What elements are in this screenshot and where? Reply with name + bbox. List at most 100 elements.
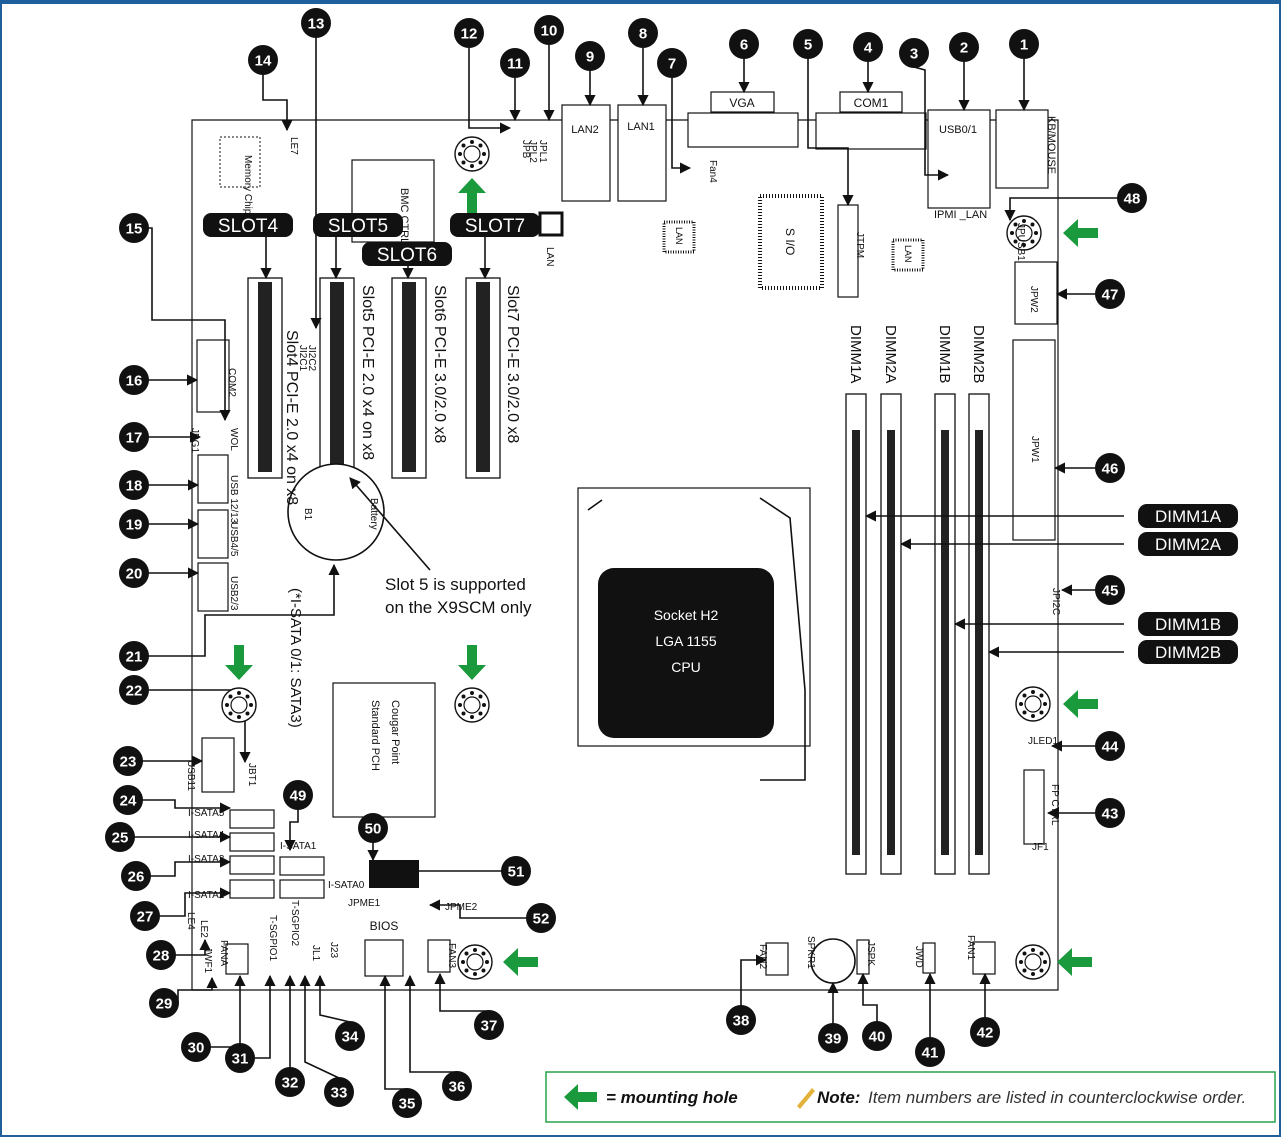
- component-label: LAN: [544, 247, 555, 266]
- item-badge: 39: [818, 1023, 848, 1053]
- item-badge: 29: [149, 988, 179, 1018]
- ipmi-lan-label: IPMI _LAN: [934, 209, 987, 221]
- vga-label: VGA: [729, 96, 754, 110]
- svg-text:29: 29: [156, 996, 173, 1013]
- item-number-badges: 1234567891011121314151617181920212223242…: [105, 8, 1147, 1118]
- com1-connector: [815, 112, 927, 150]
- top-bar: [0, 0, 1281, 4]
- jpw2-connector: [1014, 261, 1058, 325]
- slot5-note-line-2: on the X9SCM only: [385, 598, 532, 617]
- item-badge: 25: [105, 822, 135, 852]
- slot5-note-line-1: Slot 5 is supported: [385, 575, 526, 594]
- component-label: USB4/5: [228, 522, 239, 557]
- dimm-name: DIMM1A: [847, 325, 864, 383]
- item-badge: 33: [324, 1077, 354, 1107]
- component-label: JL1: [310, 945, 321, 962]
- component-label: J23: [328, 942, 339, 959]
- fan2-header: [765, 942, 789, 976]
- svg-text:26: 26: [128, 869, 145, 886]
- item-badge: 2: [949, 32, 979, 62]
- com2-header: [196, 339, 230, 413]
- item-badge: 47: [1095, 279, 1125, 309]
- usb01-label: USB0/1: [939, 124, 977, 136]
- pch-line-1: Cougar Point: [389, 700, 401, 764]
- component-label: LE2: [198, 920, 209, 938]
- svg-text:11: 11: [507, 56, 523, 73]
- svg-text:50: 50: [365, 821, 382, 838]
- lan1-label: LAN1: [627, 121, 655, 133]
- component-label: JPW1: [1029, 436, 1040, 463]
- component-label: USB11: [185, 760, 196, 791]
- svg-text:12: 12: [461, 26, 478, 43]
- item-badge: 42: [970, 1017, 1000, 1047]
- pcie-slot-5: [319, 277, 355, 479]
- svg-text:16: 16: [126, 373, 143, 390]
- item-badge: 15: [119, 213, 149, 243]
- item-badge: 11: [500, 48, 530, 78]
- item-badge: 20: [119, 558, 149, 588]
- lan2-connector: [561, 104, 611, 202]
- jpw1-connector: [1012, 339, 1056, 541]
- item-badge: 19: [119, 509, 149, 539]
- component-label: B1: [302, 508, 313, 521]
- pch-line-2: Standard PCH: [369, 700, 381, 771]
- component-label: I-SATA2: [188, 890, 225, 901]
- component-label: LE4: [185, 912, 196, 930]
- svg-text:13: 13: [308, 16, 325, 33]
- component-label: JWD: [913, 946, 924, 968]
- dimm-name: DIMM2B: [970, 325, 987, 383]
- component-label: Battery: [368, 498, 379, 530]
- item-badge: 27: [130, 901, 160, 931]
- component-label: I-SATA1: [280, 841, 317, 852]
- svg-text:22: 22: [126, 683, 143, 700]
- green-arrows: [225, 178, 1098, 976]
- svg-text:SLOT7: SLOT7: [465, 216, 525, 237]
- component-label: Memory Chip: [242, 155, 253, 215]
- dimm-slot-1b: [934, 393, 956, 875]
- svg-text:9: 9: [586, 49, 594, 66]
- usb45-header: [197, 509, 229, 559]
- pcie-slot-7: [465, 277, 501, 479]
- item-badge: 16: [119, 365, 149, 395]
- component-label: JF1: [1032, 842, 1049, 853]
- legend-box: [545, 1071, 1276, 1123]
- item-badge: 41: [915, 1037, 945, 1067]
- component-label: JPUSB1: [1015, 223, 1026, 261]
- kb-mouse-connector: [995, 109, 1049, 189]
- svg-text:39: 39: [825, 1031, 842, 1048]
- component-label: I-SATA5: [188, 808, 225, 819]
- fp-ctrl-header: [1023, 769, 1045, 845]
- lan1-connector: [617, 104, 667, 202]
- dimm-slot-2b: [968, 393, 990, 875]
- memory-chip: [219, 136, 261, 188]
- cpu-socket-lever: [587, 497, 806, 781]
- lan-chip-1-label: LAN: [674, 227, 684, 245]
- component-label: JPI2C: [1050, 588, 1061, 615]
- component-label: I-SATA0: [328, 880, 365, 891]
- svg-text:40: 40: [869, 1029, 886, 1046]
- cpu-line-1: Socket H2: [654, 607, 719, 623]
- svg-text:6: 6: [740, 37, 748, 54]
- component-label: JPL2: [527, 140, 538, 163]
- slot-description: Slot5 PCI-E 2.0 x4 on x8: [359, 285, 376, 460]
- svg-text:46: 46: [1102, 461, 1119, 478]
- component-label: JTPM: [854, 232, 865, 258]
- cpu-line-2: LGA 1155: [655, 633, 716, 649]
- cpu-line-3: CPU: [671, 659, 701, 675]
- svg-text:34: 34: [342, 1029, 359, 1046]
- svg-text:42: 42: [977, 1025, 994, 1042]
- svg-text:7: 7: [668, 56, 676, 73]
- component-label: JI2C1: [297, 345, 308, 372]
- item-badge: 28: [146, 940, 176, 970]
- slot-label: SLOT7: [450, 213, 540, 237]
- item-badge: 40: [862, 1021, 892, 1051]
- mounting-holes: [221, 136, 1051, 980]
- dimm-label: DIMM2B: [1138, 640, 1238, 664]
- item-badge: 34: [335, 1021, 365, 1051]
- pch-chip: [332, 682, 436, 818]
- svg-text:47: 47: [1102, 287, 1119, 304]
- component-label: LE7: [288, 137, 299, 155]
- svg-text:45: 45: [1102, 583, 1119, 600]
